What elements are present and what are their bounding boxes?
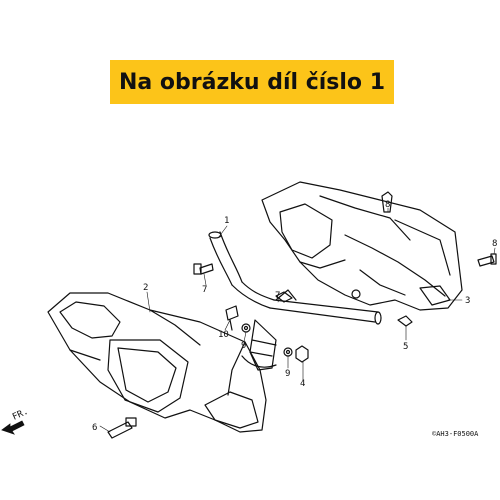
bolt-7-left [193, 263, 214, 275]
rear-handlebar-cover [261, 181, 463, 311]
callout-4: 4 [300, 379, 305, 389]
callout-7-right: 7 [275, 291, 280, 301]
nut-4 [295, 345, 309, 363]
screw-6 [107, 417, 137, 439]
bolt-7-right [275, 291, 293, 303]
front-handlebar-cover [47, 292, 267, 433]
front-direction-arrow-icon [1, 420, 25, 435]
washer-9-right [283, 347, 293, 357]
callout-9-right: 9 [285, 369, 290, 379]
callout-6: 6 [92, 423, 97, 433]
screw-8-upper [381, 191, 393, 213]
screw-5 [397, 315, 413, 327]
front-direction-label: FR. [11, 407, 30, 423]
callout-1: 1 [224, 216, 229, 226]
callout-8-right: 8 [492, 239, 497, 249]
callout-10: 10 [218, 330, 229, 340]
banner-text: Na obrázku díl číslo 1 [118, 69, 386, 95]
callout-8-upper: 8 [385, 200, 390, 210]
callout-3: 3 [465, 296, 470, 306]
part-number-banner: Na obrázku díl číslo 1 [110, 60, 394, 104]
callout-9-left: 9 [241, 341, 246, 351]
callout-5: 5 [403, 342, 408, 352]
handlebar-pipe [208, 231, 382, 371]
leader-lines [99, 207, 496, 433]
bolt-10 [225, 305, 239, 331]
drawing-code: ©AH3-F0500A [432, 430, 479, 438]
callout-7-left: 7 [202, 285, 207, 295]
washer-9-left [241, 323, 251, 333]
screw-8-right [477, 253, 497, 267]
callout-2: 2 [143, 283, 148, 293]
